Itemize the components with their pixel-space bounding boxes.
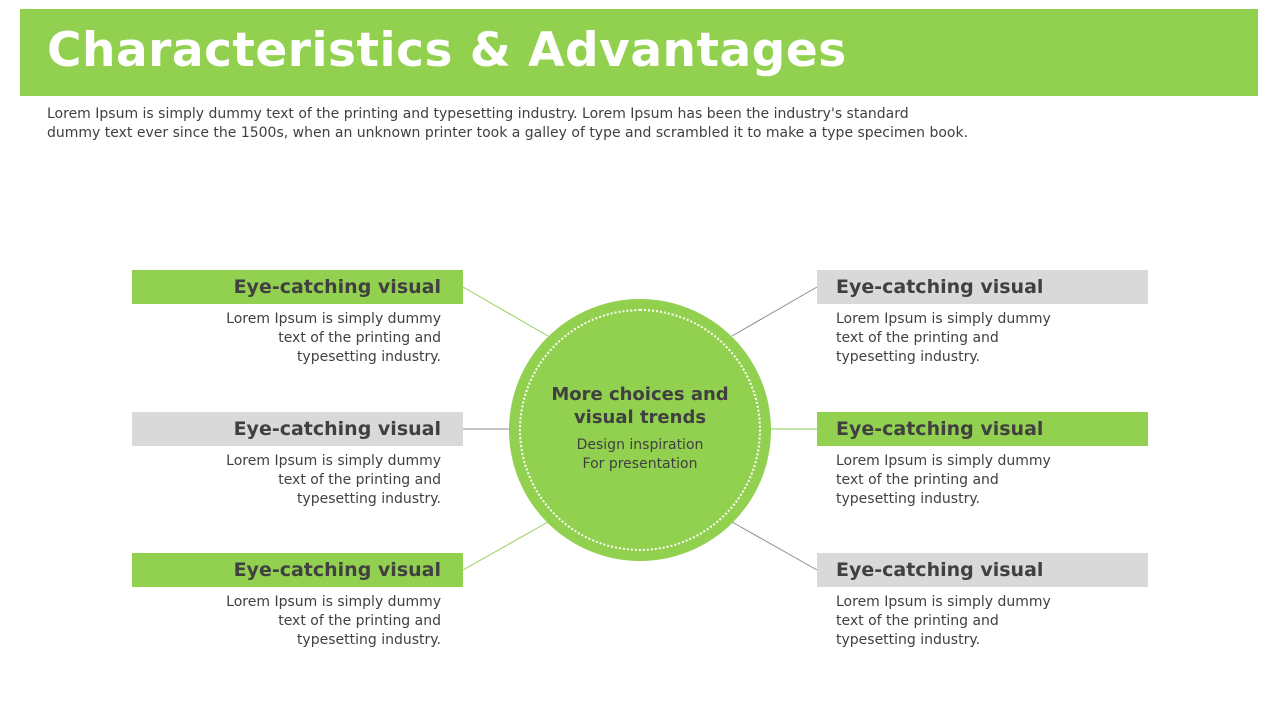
hub-heading-line: More choices and [551, 384, 729, 405]
feature-description-line: Lorem Ipsum is simply dummy [226, 594, 441, 610]
feature-description-line: text of the printing and [836, 472, 999, 488]
feature-description-line: text of the printing and [278, 472, 441, 488]
intro-line: Lorem Ipsum is simply dummy text of the … [47, 106, 909, 122]
feature-item-right-1: Eye-catching visual Lorem Ipsum is simpl… [817, 270, 1148, 367]
feature-title-bar: Eye-catching visual [132, 270, 463, 304]
feature-item-left-2: Eye-catching visual Lorem Ipsum is simpl… [132, 412, 463, 509]
feature-description: Lorem Ipsum is simply dummy text of the … [132, 452, 463, 509]
feature-description-line: text of the printing and [836, 330, 999, 346]
hub-subtitle-line: Design inspiration [576, 437, 704, 453]
feature-title: Eye-catching visual [233, 559, 441, 581]
intro-paragraph: Lorem Ipsum is simply dummy text of the … [47, 105, 1007, 143]
feature-description-line: text of the printing and [836, 613, 999, 629]
feature-item-right-3: Eye-catching visual Lorem Ipsum is simpl… [817, 553, 1148, 650]
title-bar: Characteristics & Advantages [20, 9, 1258, 96]
feature-description-line: typesetting industry. [296, 491, 441, 507]
feature-description-line: typesetting industry. [296, 632, 441, 648]
hub-heading: More choices and visual trends [509, 383, 771, 429]
feature-description-line: typesetting industry. [836, 632, 981, 648]
feature-item-left-3: Eye-catching visual Lorem Ipsum is simpl… [132, 553, 463, 650]
feature-title-bar: Eye-catching visual [817, 270, 1148, 304]
feature-item-left-1: Eye-catching visual Lorem Ipsum is simpl… [132, 270, 463, 367]
feature-description-line: Lorem Ipsum is simply dummy [226, 311, 441, 327]
feature-description-line: typesetting industry. [836, 349, 981, 365]
feature-item-right-2: Eye-catching visual Lorem Ipsum is simpl… [817, 412, 1148, 509]
hub-subtitle: Design inspiration For presentation [509, 436, 771, 474]
feature-description-line: typesetting industry. [296, 349, 441, 365]
feature-description: Lorem Ipsum is simply dummy text of the … [132, 310, 463, 367]
feature-description: Lorem Ipsum is simply dummy text of the … [132, 593, 463, 650]
feature-title: Eye-catching visual [836, 276, 1044, 298]
feature-description: Lorem Ipsum is simply dummy text of the … [817, 593, 1148, 650]
feature-description-line: Lorem Ipsum is simply dummy [226, 453, 441, 469]
feature-description-line: Lorem Ipsum is simply dummy [836, 594, 1051, 610]
feature-title: Eye-catching visual [233, 276, 441, 298]
hub-heading-line: visual trends [573, 407, 707, 428]
page-title: Characteristics & Advantages [47, 23, 847, 78]
hub-dotted-ring [519, 309, 761, 551]
connector-line-right-bottom [731, 521, 818, 571]
feature-description-line: Lorem Ipsum is simply dummy [836, 453, 1051, 469]
feature-title-bar: Eye-catching visual [817, 553, 1148, 587]
feature-title: Eye-catching visual [836, 418, 1044, 440]
feature-description-line: typesetting industry. [836, 491, 981, 507]
feature-description-line: text of the printing and [278, 330, 441, 346]
central-hub-circle: More choices and visual trends Design in… [509, 299, 771, 561]
feature-description-line: text of the printing and [278, 613, 441, 629]
connector-line-left-bottom [462, 521, 549, 571]
hub-subtitle-line: For presentation [582, 456, 698, 472]
feature-description-line: Lorem Ipsum is simply dummy [836, 311, 1051, 327]
feature-description: Lorem Ipsum is simply dummy text of the … [817, 452, 1148, 509]
connector-line-right-top [731, 286, 818, 337]
feature-title: Eye-catching visual [836, 559, 1044, 581]
feature-title-bar: Eye-catching visual [817, 412, 1148, 446]
feature-description: Lorem Ipsum is simply dummy text of the … [817, 310, 1148, 367]
intro-line: dummy text ever since the 1500s, when an… [47, 125, 969, 141]
feature-title-bar: Eye-catching visual [132, 412, 463, 446]
feature-title-bar: Eye-catching visual [132, 553, 463, 587]
feature-title: Eye-catching visual [233, 418, 441, 440]
connector-line-left-top [462, 286, 549, 337]
